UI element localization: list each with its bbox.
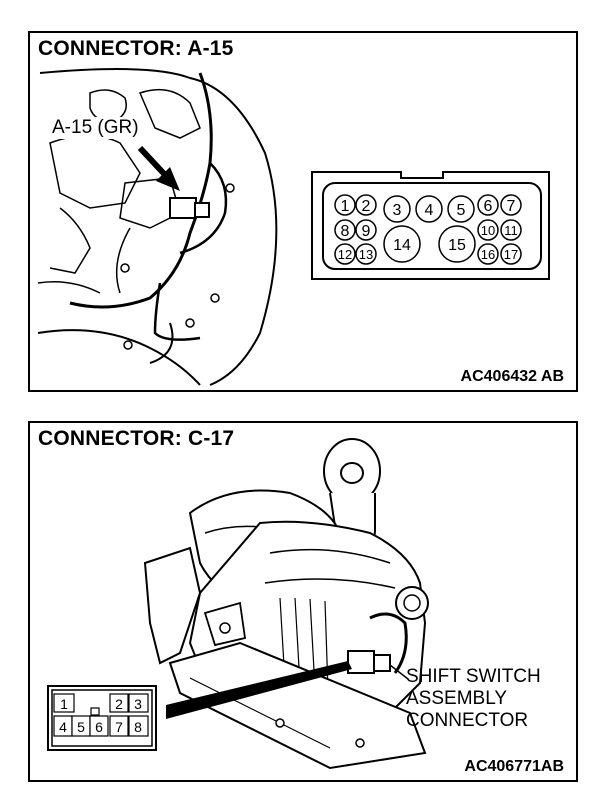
pin-5: 5 (77, 719, 85, 735)
pin-11: 11 (504, 223, 518, 238)
connector-a15-panel: CONNECTOR: A-15 (28, 31, 578, 392)
shift-lever-illustration: 1 2 3 4 5 6 7 8 (47, 438, 429, 770)
pin-7: 7 (507, 198, 516, 215)
pin-1: 1 (60, 696, 68, 712)
pin-16: 16 (481, 247, 495, 262)
pin-6: 6 (95, 719, 103, 735)
pin-3: 3 (393, 202, 402, 219)
engine-bay-illustration: 1 2 3 4 5 6 7 8 9 10 11 12 13 14 15 16 1… (37, 68, 550, 386)
pin-10: 10 (481, 223, 495, 238)
pin-15: 15 (448, 237, 466, 254)
pin-17: 17 (504, 247, 518, 262)
pointer-arrow-icon (137, 145, 180, 191)
callout-line-1: SHIFT SWITCH (406, 666, 541, 687)
pin-3: 3 (134, 696, 142, 712)
connector-a15-face: 1 2 3 4 5 6 7 8 9 10 11 12 13 14 15 16 1… (311, 171, 550, 280)
pointer-wedge-icon (166, 661, 352, 719)
callout-line-3: CONNECTOR (406, 710, 529, 731)
figure-code: AC406432 AB (460, 368, 564, 385)
panel-title: CONNECTOR: C-17 (38, 427, 235, 450)
connector-c17-face: 1 2 3 4 5 6 7 8 (47, 685, 157, 751)
pin-2: 2 (115, 696, 123, 712)
pin-4: 4 (425, 202, 434, 219)
pin-12: 12 (338, 247, 352, 262)
pin-1: 1 (341, 198, 350, 215)
pin-9: 9 (362, 223, 371, 240)
pin-8: 8 (134, 719, 142, 735)
pin-7: 7 (115, 719, 123, 735)
pin-13: 13 (359, 247, 373, 262)
figure-code: AC406771AB (464, 758, 564, 775)
pin-14: 14 (393, 237, 411, 254)
pin-2: 2 (362, 198, 371, 215)
pin-8: 8 (341, 223, 350, 240)
connector-callout: SHIFT SWITCH ASSEMBLY CONNECTOR (406, 666, 541, 732)
callout-line-2: ASSEMBLY (406, 688, 508, 709)
connector-callout: A-15 (GR) (50, 117, 141, 139)
pin-6: 6 (484, 198, 493, 215)
pin-5: 5 (457, 202, 466, 219)
pin-4: 4 (59, 719, 67, 735)
panel-title: CONNECTOR: A-15 (38, 37, 234, 60)
connector-c17-panel: CONNECTOR: C-17 (28, 421, 578, 782)
